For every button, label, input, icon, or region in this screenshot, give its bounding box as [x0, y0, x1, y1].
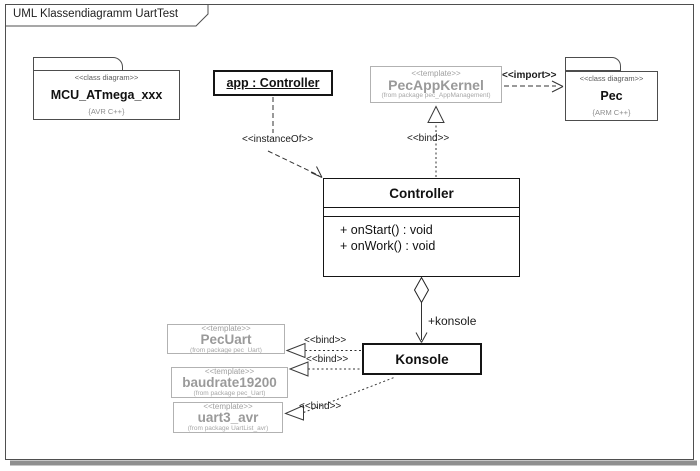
- pec-package: <<class diagram>> Pec {ARM C++}: [565, 71, 658, 121]
- pec-package-note: {ARM C++}: [592, 108, 631, 117]
- import-stereotype-label: <<import>>: [502, 70, 557, 81]
- instanceof-stereotype-label: <<instanceOf>>: [242, 134, 314, 145]
- bind-stereotype-label: <<bind>>: [306, 354, 349, 365]
- pec-package-stereotype: <<class diagram>>: [579, 74, 644, 83]
- controller-class-operations-compartment: + onStart() : void + onWork() : void: [324, 217, 519, 276]
- aggregation-arrowhead: [415, 332, 428, 343]
- mcu-package-name: MCU_ATmega_xxx: [50, 87, 163, 102]
- app-controller-object: app : Controller: [213, 70, 333, 96]
- baudrate19200-template: <<template>> baudrate19200 (from package…: [171, 367, 288, 398]
- pecuart-template: <<template>> PecUart (from package pec_U…: [167, 324, 285, 354]
- pecappkernel-name: PecAppKernel: [388, 77, 484, 93]
- konsole-class: Konsole: [362, 343, 482, 375]
- bind-stereotype-label: <<bind>>: [407, 133, 450, 144]
- app-controller-object-name: app : Controller: [226, 76, 320, 90]
- baudrate19200-name: baudrate19200: [182, 375, 277, 390]
- pecappkernel-template: <<template>> PecAppKernel (from package …: [370, 66, 502, 103]
- import-arrowhead: [551, 80, 564, 93]
- controller-operation: + onStart() : void: [340, 223, 433, 237]
- pecuart-from-package: (from package pec_Uart): [190, 346, 262, 354]
- bind-arrowhead-triangle: [285, 342, 306, 359]
- instanceof-arrow-shaft: [267, 150, 320, 176]
- diagram-frame-title: UML Klassendiagramm UartTest: [13, 8, 179, 20]
- pec-package-name: Pec: [600, 88, 623, 103]
- mcu-package-stereotype: <<class diagram>>: [74, 73, 139, 82]
- instanceof-arrowhead: [310, 166, 323, 178]
- mcu-package-note: {AVR C++}: [88, 107, 125, 116]
- controller-operation: + onWork() : void: [340, 239, 436, 253]
- uart3avr-name: uart3_avr: [197, 410, 259, 425]
- pecuart-name: PecUart: [200, 331, 252, 347]
- mcu-package: <<class diagram>> MCU_ATmega_xxx {AVR C+…: [33, 70, 180, 120]
- bind-stereotype-label: <<bind>>: [304, 335, 347, 346]
- controller-class-attributes-compartment: [324, 208, 519, 216]
- bind-stereotype-label: <<bind>>: [299, 401, 342, 412]
- aggregation-diamond: [413, 276, 430, 304]
- baudrate19200-from-package: (from package pec_Uart): [193, 390, 266, 397]
- konsole-class-name: Konsole: [395, 351, 449, 367]
- konsole-role-label: +konsole: [428, 314, 477, 328]
- controller-class-name-compartment: Controller: [324, 179, 519, 207]
- uart3avr-from-package: (from package UartList_avr): [187, 425, 269, 432]
- uart3avr-template: <<template>> uart3_avr (from package Uar…: [173, 402, 283, 433]
- bind-arrowhead-triangle: [427, 105, 445, 123]
- pec-package-tab: [565, 57, 621, 71]
- mcu-package-tab: [33, 57, 123, 71]
- controller-class: Controller + onStart() : void + onWork()…: [323, 178, 520, 277]
- pecappkernel-from-package: (from package pec_AppManagement): [381, 92, 491, 99]
- controller-class-name: Controller: [389, 185, 454, 201]
- frame-shadow: [10, 460, 697, 466]
